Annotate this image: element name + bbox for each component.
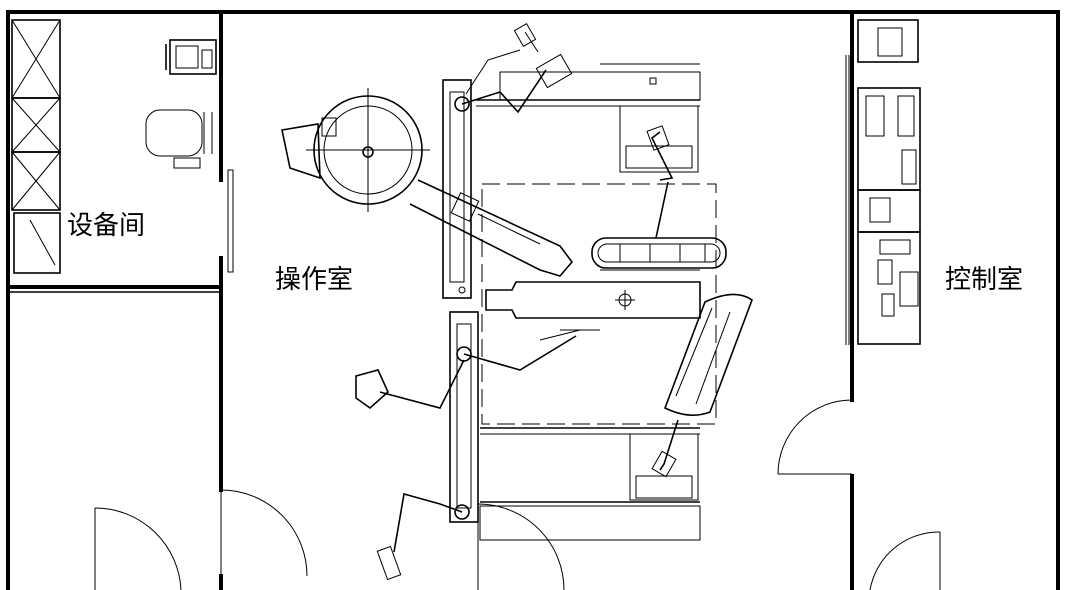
equipment-room-furniture (11, 19, 217, 274)
operating-room-label: 操作室 (275, 265, 353, 295)
control-room-furniture (857, 19, 921, 345)
equipment-room-label: 设备间 (67, 211, 145, 241)
control-room-label: 控制室 (945, 265, 1023, 295)
walls (6, 10, 1060, 590)
operating-room-equipment (281, 23, 753, 581)
sliding-door (227, 169, 234, 273)
